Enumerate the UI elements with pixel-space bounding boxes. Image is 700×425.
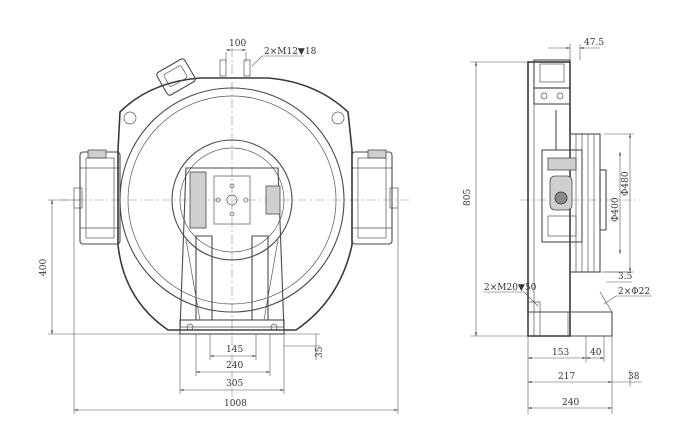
left-brake-unit [73,149,121,245]
dim-base-145: 145 [226,345,243,355]
front-view [60,48,410,400]
dim-height-left: 400 [39,259,49,276]
dim-diam-480: Φ480 [621,171,631,196]
dim-groove: 3.5 [618,272,633,282]
dim-top-spacing: 100 [229,39,246,49]
sheave-outer-ring [119,87,345,313]
dim-side-240: 240 [562,398,579,408]
dim-diam-400: Φ400 [611,197,621,222]
side-brake [541,110,583,243]
dim-base-offset: 35 [315,346,325,358]
right-brake-unit [351,149,399,245]
dim-overall-width: 1008 [224,399,247,409]
dim-side-217: 217 [558,372,575,382]
dim-side-38: 38 [628,372,640,382]
dim-pin-hole: 2×Φ22 [618,287,650,297]
main-housing [117,77,353,331]
base-plate [179,319,285,335]
dim-base-305: 305 [226,379,243,389]
side-sheave [569,133,607,273]
dim-side-height: 805 [463,189,473,206]
hub-ring [171,139,293,261]
side-dimensions: 47.5 805 Φ400 Φ480 3.5 2×M20▼50 2×Φ22 15… [463,38,652,414]
dim-base-240: 240 [226,361,243,371]
front-dimensions: 100 2×M12▼18 400 35 145 240 305 1008 [39,39,399,414]
terminal-box [156,58,196,96]
dim-side-153: 153 [552,348,569,358]
dim-top-thread: 2×M12▼18 [264,47,317,57]
dim-side-top: 47.5 [584,38,604,48]
dim-side-40: 40 [590,348,602,358]
dim-bottom-thread: 2×M20▼50 [484,283,537,293]
